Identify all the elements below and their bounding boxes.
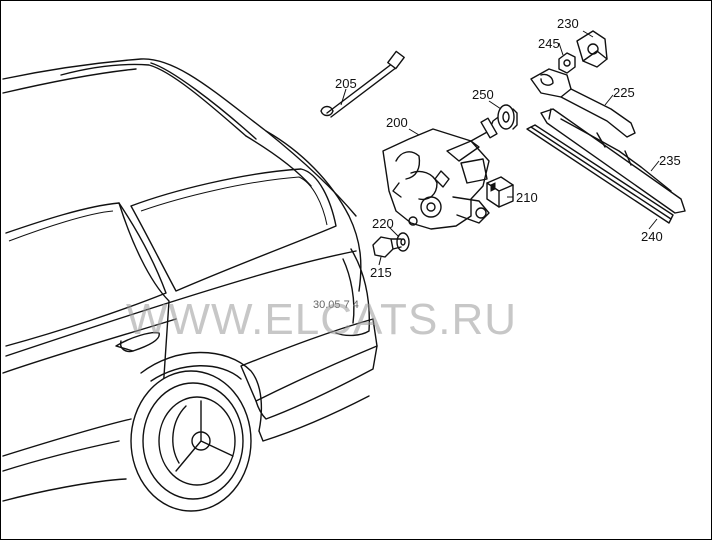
callout-200: 200 [386, 115, 408, 130]
car-body-outline [2, 58, 378, 502]
callout-205: 205 [335, 76, 357, 91]
drawing-code: 30.05 7 4 [313, 299, 359, 311]
callout-225: 225 [613, 85, 635, 100]
callout-240: 240 [641, 229, 663, 244]
part-215-bolt [372, 236, 402, 258]
callout-245: 245 [538, 36, 560, 51]
part-245-nut [558, 52, 576, 74]
callout-250: 250 [472, 87, 494, 102]
part-240-blade-refill [526, 124, 674, 224]
part-250-grommet [497, 104, 518, 130]
part-200-wiper-motor [382, 114, 502, 230]
part-230-cap [576, 30, 608, 68]
callout-230: 230 [557, 16, 579, 31]
callout-235: 235 [659, 153, 681, 168]
part-220-washer [396, 232, 410, 252]
part-210-relay [486, 176, 514, 208]
rear-wheel [130, 370, 252, 512]
part-225-wiper-arm [530, 68, 636, 138]
leader-lines [340, 30, 660, 266]
part-235-wiper-blade [540, 108, 686, 214]
callout-210: 210 [516, 190, 538, 205]
callout-215: 215 [370, 265, 392, 280]
callout-220: 220 [372, 216, 394, 231]
part-205-washer-nozzle [320, 50, 405, 118]
watermark-text: WWW.ELCATS.RU [126, 295, 517, 344]
callout-labels: 205 200 250 230 245 225 235 240 210 220 … [335, 16, 681, 280]
